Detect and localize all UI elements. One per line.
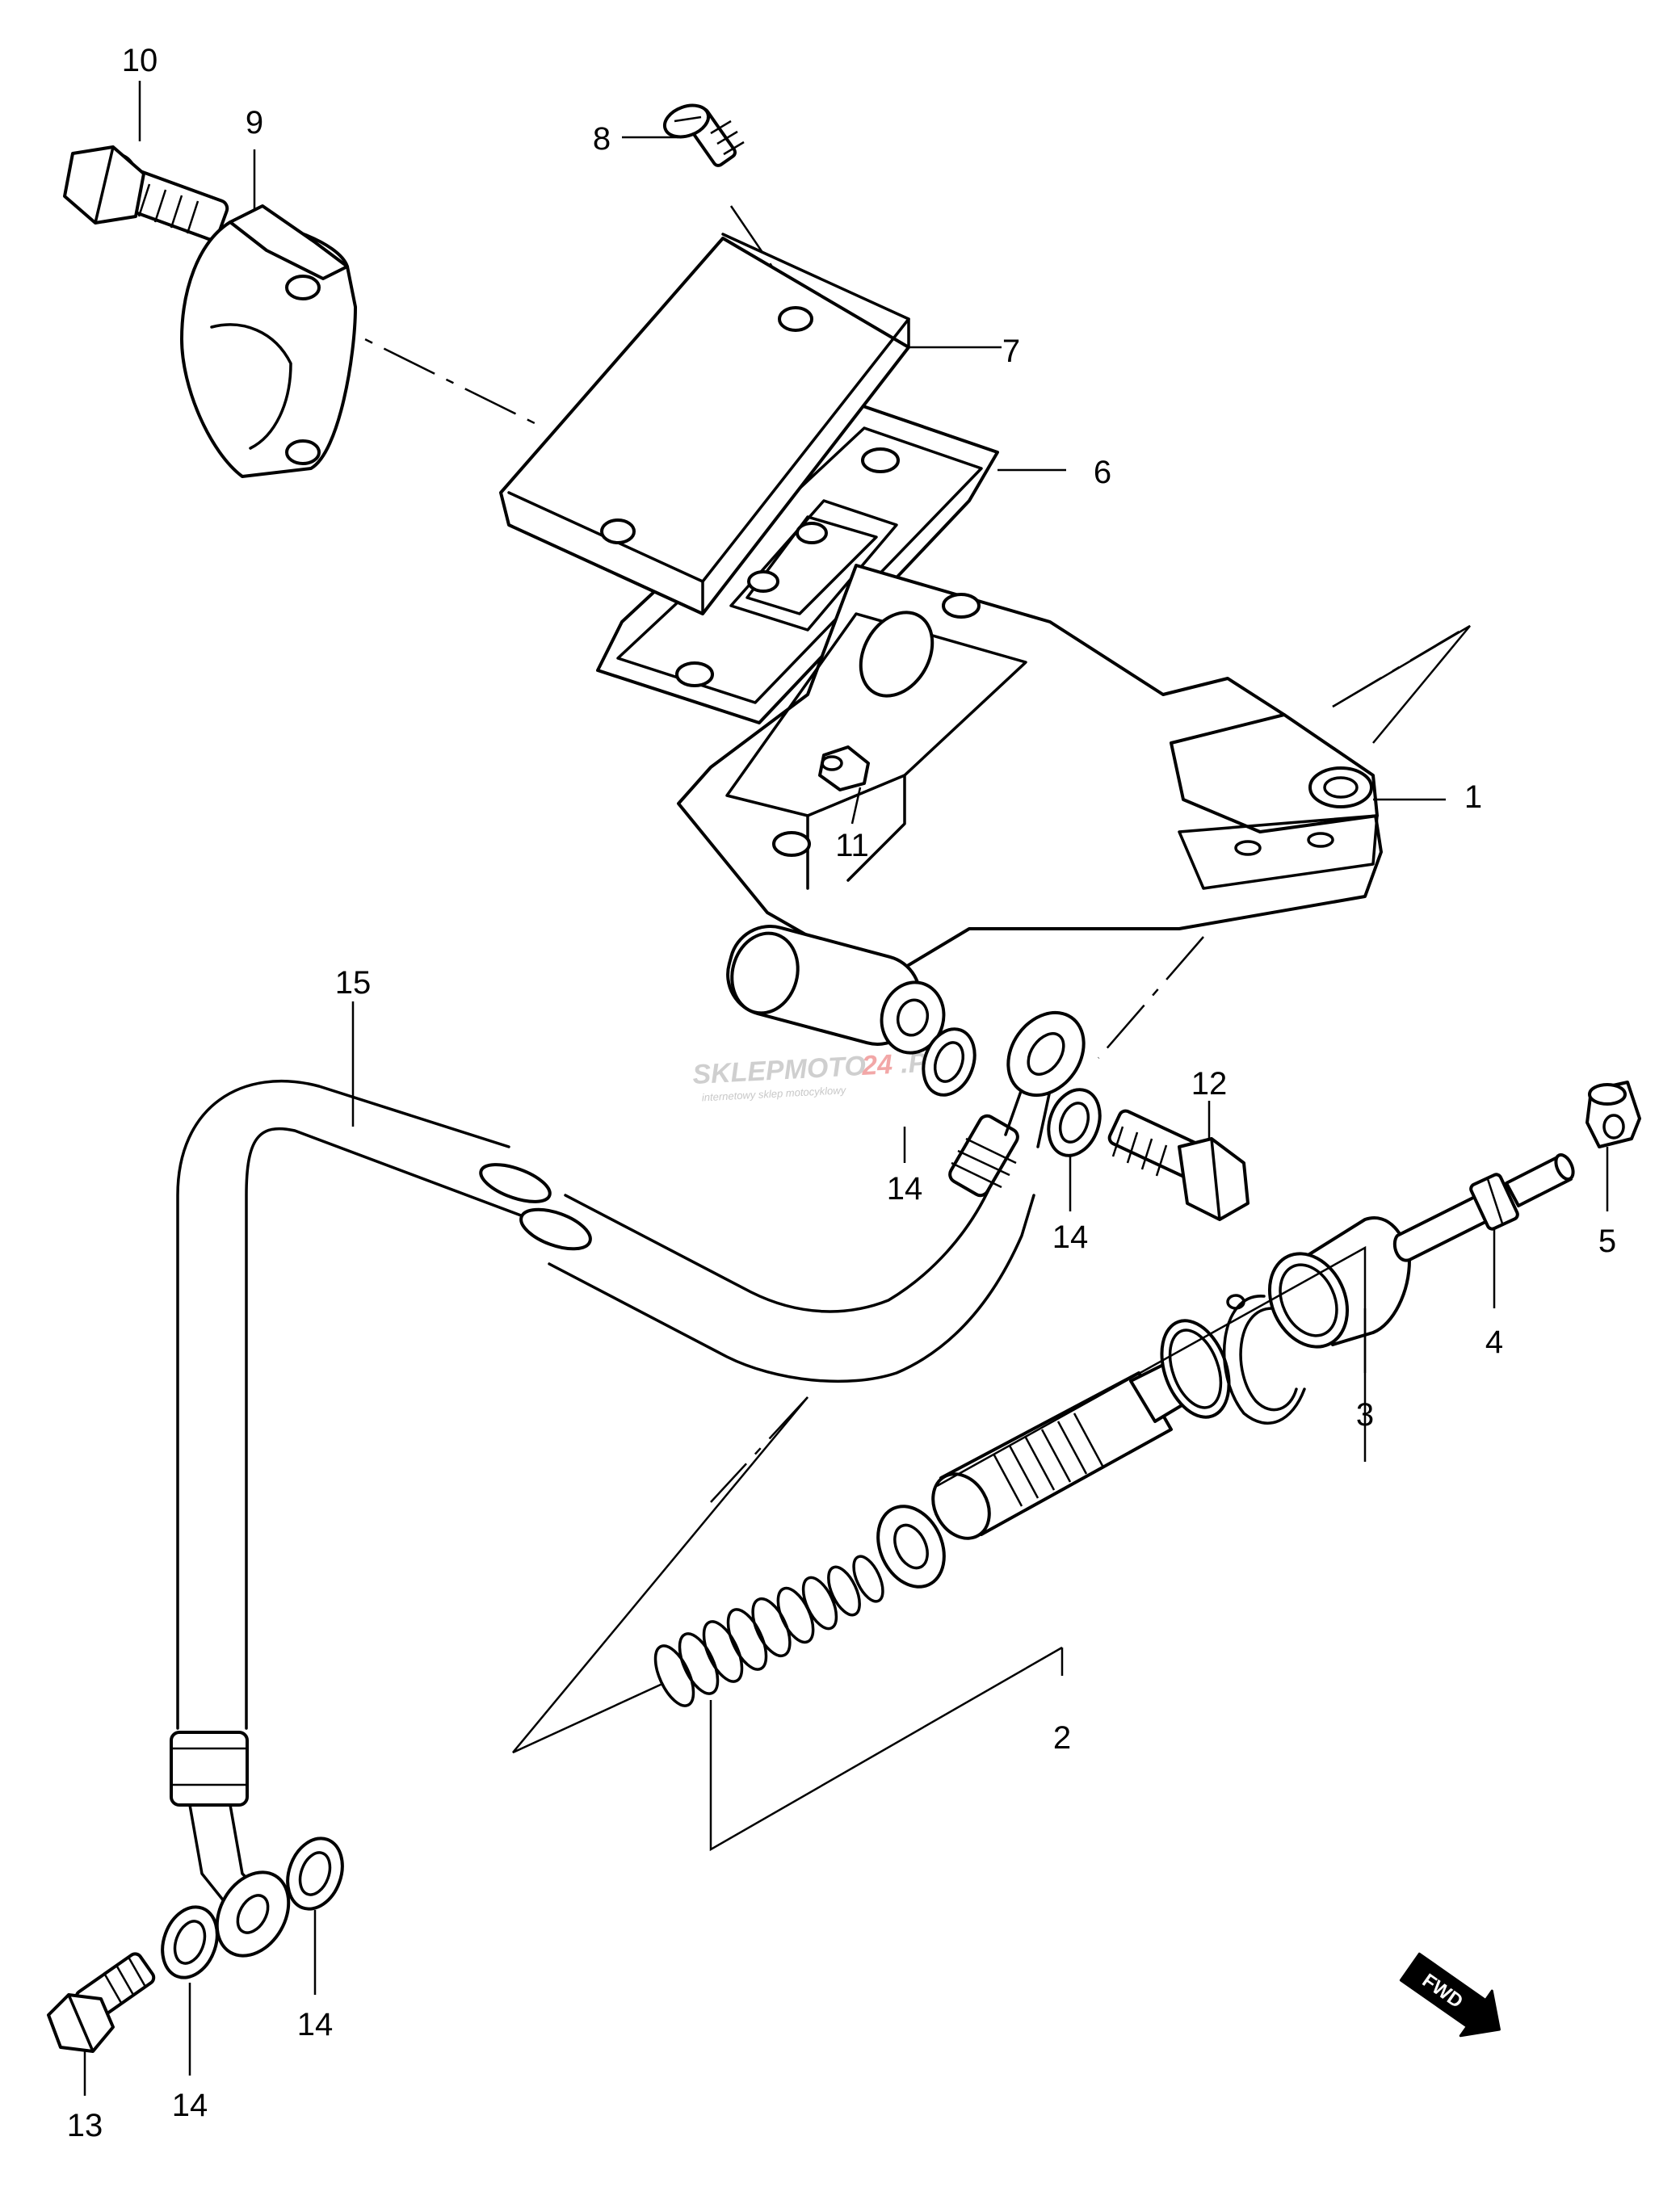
group-brackets [709, 1245, 1367, 1852]
screw-11 [818, 745, 870, 791]
callout-15: 15 [335, 965, 372, 1001]
piston-kit-2 [653, 1345, 1223, 1707]
callout-1: 1 [1464, 779, 1482, 815]
watermark-brand-number: 24 [860, 1049, 893, 1081]
callout-2: 2 [1053, 1720, 1071, 1756]
callout-7: 7 [1002, 334, 1020, 369]
callout-labels: 1 2 3 4 5 6 7 8 9 10 11 12 13 15 14 14 1… [67, 43, 1616, 2143]
callout-5: 5 [1598, 1224, 1616, 1259]
callout-8: 8 [593, 121, 611, 157]
watermark: SKLEPMOTO 24 .PL internetowy sklep motoc… [691, 1047, 943, 1104]
callout-14-a: 14 [887, 1171, 923, 1207]
callout-12: 12 [1191, 1066, 1228, 1102]
callout-11: 11 [835, 828, 869, 863]
callout-3: 3 [1356, 1397, 1374, 1433]
callout-9: 9 [246, 105, 263, 141]
callout-10: 10 [122, 43, 158, 78]
nut-5 [1586, 1081, 1641, 1148]
hose-15 [170, 1010, 1086, 1958]
clamp-9 [180, 204, 357, 478]
fwd-arrow-icon: FWD [1399, 1952, 1501, 2038]
banjo-bolt-12 [1107, 1109, 1250, 1221]
callout-6: 6 [1094, 455, 1111, 490]
seal-set-3 [1160, 1216, 1411, 1425]
callout-4: 4 [1485, 1324, 1503, 1360]
reservoir-cap-7 [499, 233, 910, 615]
callout-leaders [83, 81, 1609, 2096]
callout-13: 13 [67, 2108, 103, 2143]
callout-14-b: 14 [1052, 1219, 1089, 1255]
bolt-10 [63, 145, 229, 241]
callout-14-c: 14 [297, 2007, 334, 2042]
master-cylinder-1 [677, 564, 1383, 1055]
push-rod-4 [1392, 1153, 1575, 1262]
banjo-bolt-13 [47, 1952, 156, 2053]
callout-14-d: 14 [172, 2088, 208, 2123]
washers-14 [161, 1027, 1102, 1979]
diaphragm-6 [596, 402, 999, 724]
screw-8 [662, 103, 745, 167]
spring [653, 1555, 884, 1707]
leader-lines [512, 624, 1471, 1754]
